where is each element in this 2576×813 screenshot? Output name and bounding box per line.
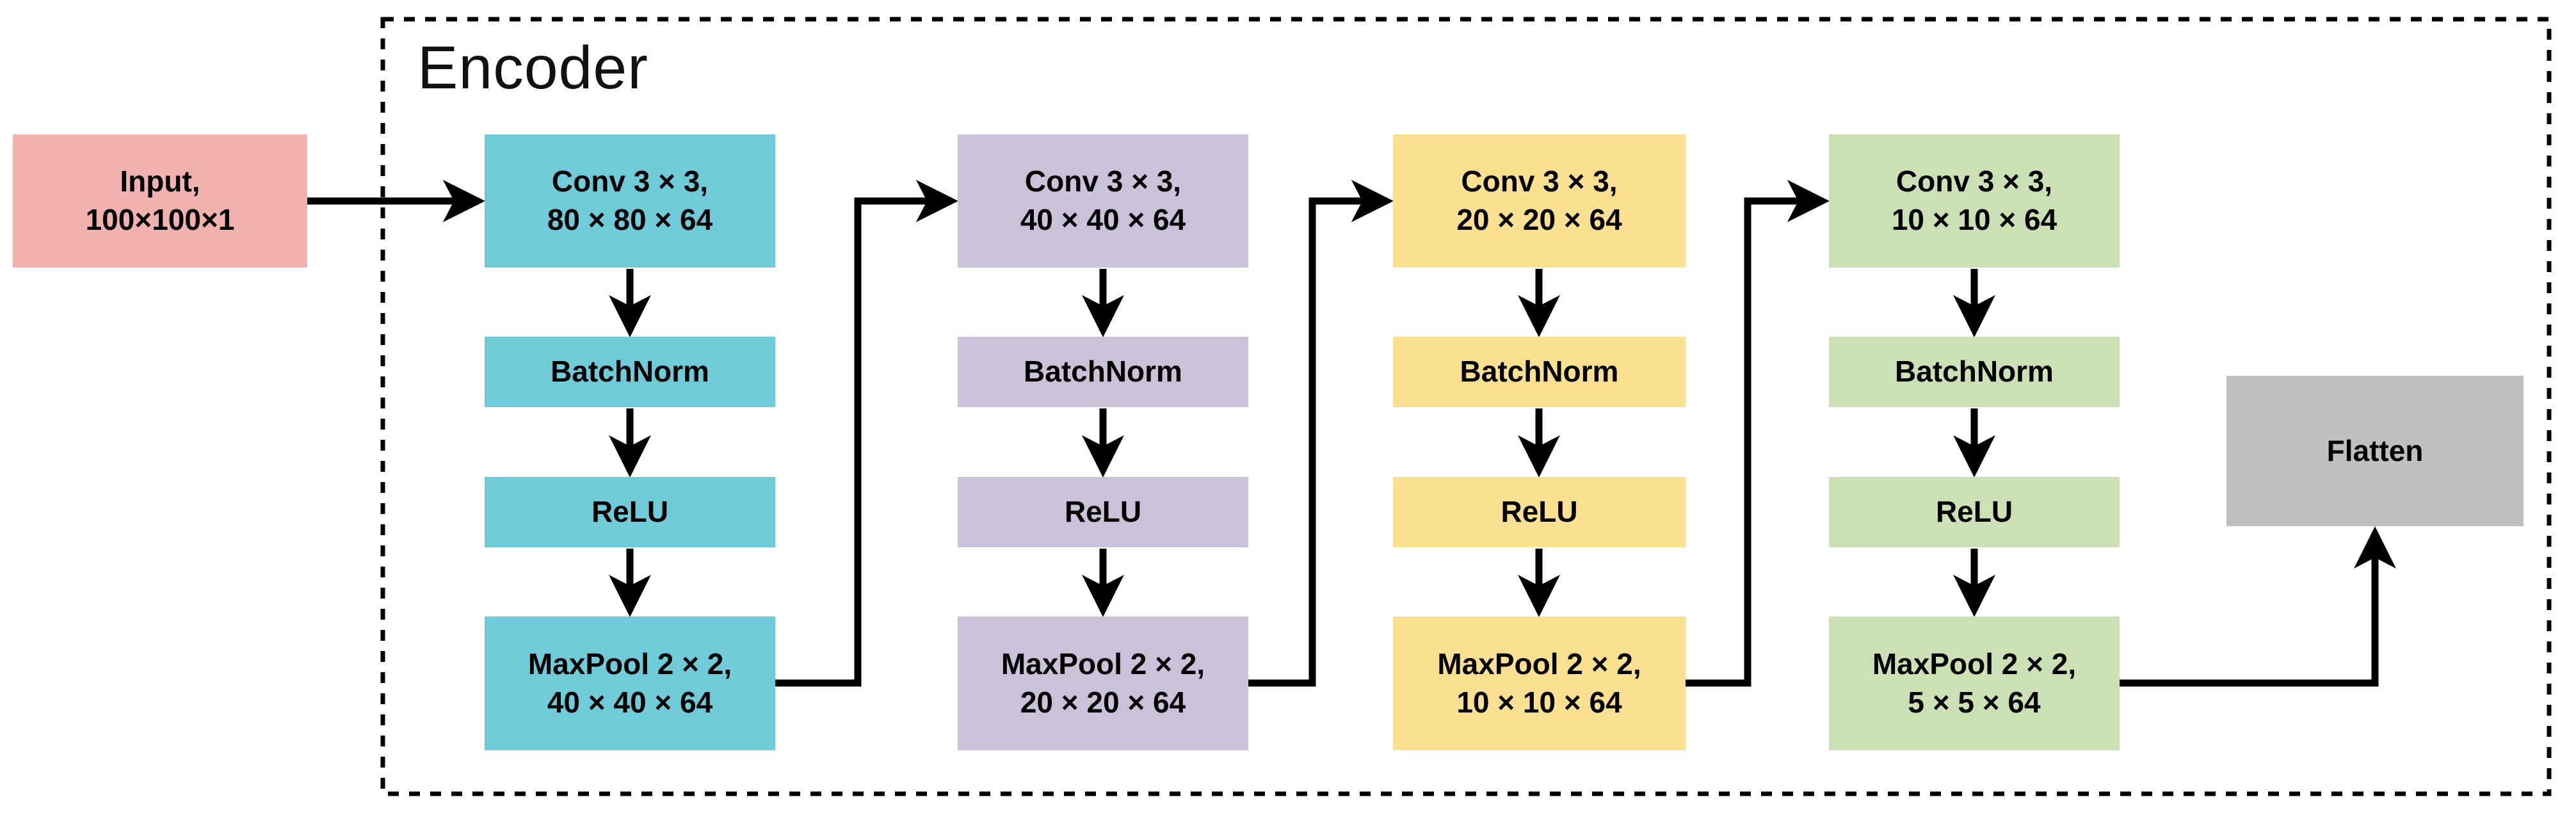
batchnorm-box-1-label: BatchNorm: [551, 355, 709, 389]
relu-box-1: ReLU: [485, 477, 775, 547]
flatten-box-label: Flatten: [2326, 433, 2424, 467]
relu-box-2: ReLU: [958, 477, 1248, 547]
conv-box-1-line1: Conv 3 × 3,: [551, 165, 709, 198]
maxpool-box-1: MaxPool 2 × 2, 40 × 40 × 64: [485, 616, 775, 750]
conv-box-3-line2: 20 × 20 × 64: [1456, 203, 1622, 236]
maxpool-box-2-line2: 20 × 20 × 64: [1020, 685, 1186, 719]
encoder-region-label: Encoder: [417, 34, 648, 102]
conv-box-1-line2: 80 × 80 × 64: [547, 203, 713, 236]
relu-box-3: ReLU: [1393, 477, 1686, 547]
elbow-maxpool4-to-flatten: [2120, 526, 2396, 687]
elbow-maxpool2-to-conv3: [1248, 180, 1394, 687]
conv-box-2-line2: 40 × 40 × 64: [1020, 203, 1186, 236]
input-box-line1: Input,: [120, 165, 200, 198]
conv-box-4: Conv 3 × 3, 10 × 10 × 64: [1829, 134, 2120, 268]
relu-box-4: ReLU: [1829, 477, 2120, 547]
conv-box-2: Conv 3 × 3, 40 × 40 × 64: [958, 134, 1248, 268]
maxpool-box-1-line2: 40 × 40 × 64: [547, 685, 713, 719]
relu-box-1-label: ReLU: [591, 495, 669, 529]
maxpool-box-4-line2: 5 × 5 × 64: [1908, 685, 2041, 719]
conv-box-4-line1: Conv 3 × 3,: [1896, 165, 2053, 198]
maxpool-box-4: MaxPool 2 × 2, 5 × 5 × 64: [1829, 616, 2120, 750]
elbow-maxpool3-to-conv4: [1686, 180, 1830, 687]
flatten-box: Flatten: [2226, 376, 2524, 526]
maxpool-box-3-line2: 10 × 10 × 64: [1456, 685, 1622, 719]
conv-box-1: Conv 3 × 3, 80 × 80 × 64: [485, 134, 775, 268]
maxpool-box-2-line1: MaxPool 2 × 2,: [1001, 647, 1205, 680]
maxpool-box-2: MaxPool 2 × 2, 20 × 20 × 64: [958, 616, 1248, 750]
input-box-line2: 100×100×1: [85, 203, 235, 236]
batchnorm-box-1: BatchNorm: [485, 337, 775, 407]
batchnorm-box-4-label: BatchNorm: [1895, 355, 2054, 389]
maxpool-box-4-line1: MaxPool 2 × 2,: [1872, 647, 2077, 680]
maxpool-box-1-line1: MaxPool 2 × 2,: [527, 647, 732, 680]
input-box: Input, 100×100×1: [13, 134, 307, 268]
elbow-maxpool1-to-conv2: [775, 180, 958, 687]
maxpool-box-3: MaxPool 2 × 2, 10 × 10 × 64: [1393, 616, 1686, 750]
batchnorm-box-2-label: BatchNorm: [1024, 355, 1182, 389]
conv-box-4-line2: 10 × 10 × 64: [1891, 203, 2057, 236]
conv-box-3: Conv 3 × 3, 20 × 20 × 64: [1393, 134, 1686, 268]
batchnorm-box-3-label: BatchNorm: [1460, 355, 1619, 389]
conv-box-3-line1: Conv 3 × 3,: [1461, 165, 1618, 198]
relu-box-3-label: ReLU: [1501, 495, 1578, 529]
relu-box-4-label: ReLU: [1935, 495, 2013, 529]
maxpool-box-3-line1: MaxPool 2 × 2,: [1437, 647, 1641, 680]
encoder-dashed-border: [380, 17, 2552, 796]
relu-box-2-label: ReLU: [1064, 495, 1142, 529]
batchnorm-box-3: BatchNorm: [1393, 337, 1686, 407]
conv-box-2-line1: Conv 3 × 3,: [1024, 165, 1182, 198]
batchnorm-box-4: BatchNorm: [1829, 337, 2120, 407]
batchnorm-box-2: BatchNorm: [958, 337, 1248, 407]
